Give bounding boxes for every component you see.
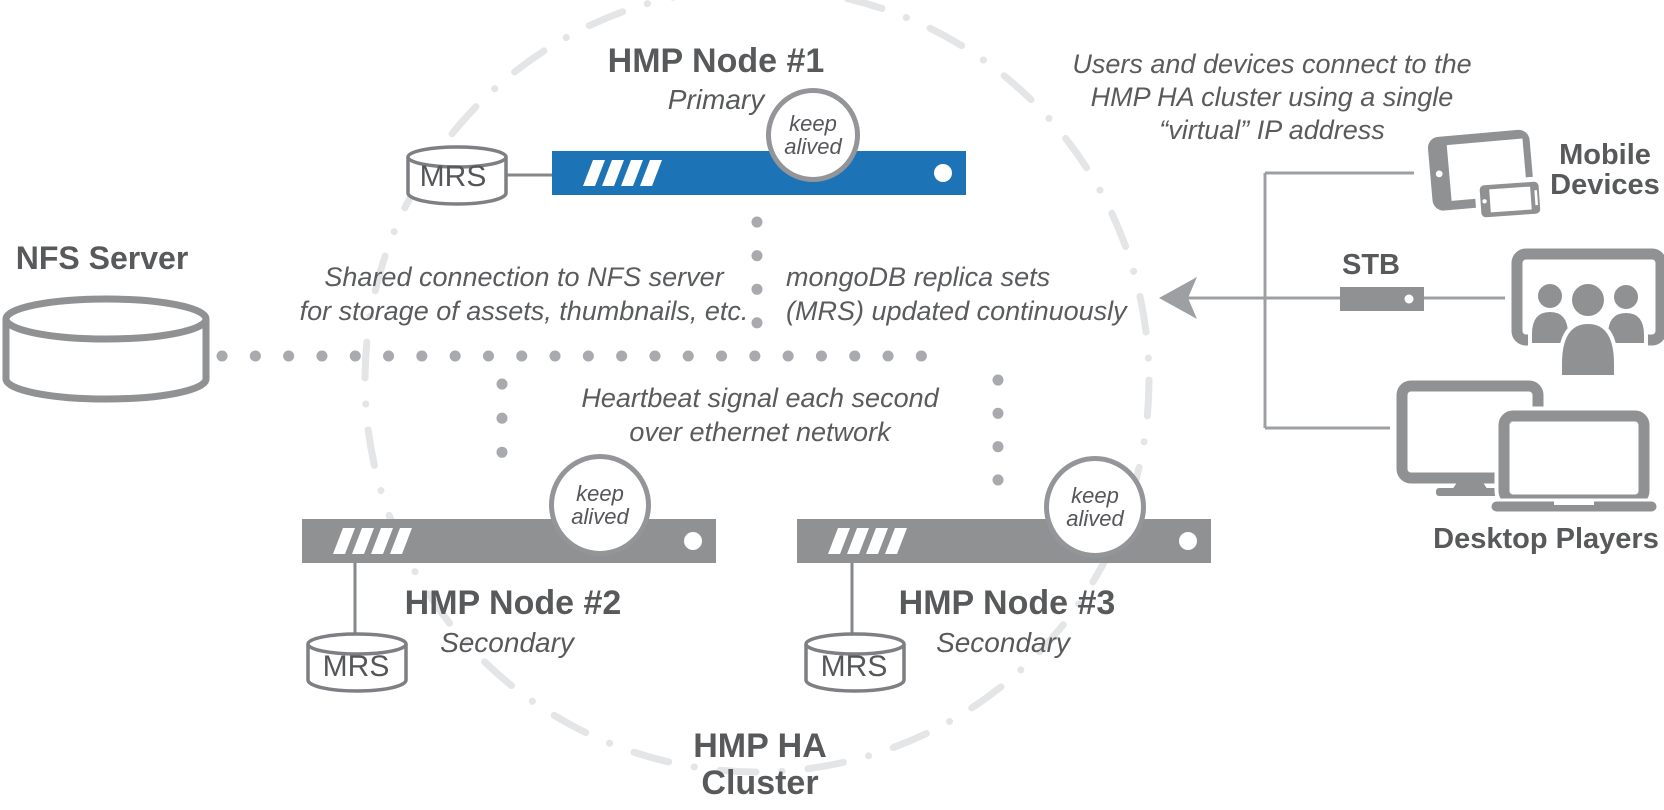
mongodb-note: mongoDB replica sets (MRS) updated conti… — [786, 260, 1127, 328]
badge-line: keep — [789, 111, 837, 136]
node2-mrs-label: MRS — [322, 650, 390, 683]
badge-line: keep — [576, 481, 624, 506]
server-slashes-icon — [583, 160, 662, 186]
tv-audience-icon — [1511, 248, 1664, 378]
mobile-devices-label: Mobile Devices — [1550, 140, 1660, 200]
server-slashes-icon — [333, 528, 412, 554]
node2-title: HMP Node #2 — [404, 584, 622, 622]
cluster-caption-line: HMP HA — [693, 727, 827, 765]
badge-line: alived — [1066, 506, 1124, 531]
badge-line: keep — [1071, 483, 1119, 508]
node3-title: HMP Node #3 — [898, 584, 1116, 622]
node3-keepalived-badge: keep alived — [1044, 456, 1146, 558]
mobile-devices-label-line: Devices — [1550, 169, 1660, 201]
node2-mrs-cylinder-icon — [306, 632, 408, 693]
stb-label: STB — [1342, 249, 1400, 281]
node1-keepalived-badge: keep alived — [766, 88, 860, 182]
node2-role: Secondary — [440, 627, 574, 658]
note-line: for storage of assets, thumbnails, etc. — [299, 296, 749, 326]
node1-mrs-label: MRS — [419, 160, 487, 193]
shared-connection-note: Shared connection to NFS server for stor… — [300, 260, 749, 328]
cluster-boundary-circle — [361, 0, 1153, 776]
nfs-server-label: NFS Server — [15, 240, 189, 276]
node1-server-bar — [552, 151, 966, 195]
cluster-caption-line: Cluster — [701, 764, 819, 802]
node1-title: HMP Node #1 — [607, 42, 825, 80]
node2-server-bar — [302, 519, 716, 563]
mobile-devices-label-line: Mobile — [1559, 139, 1651, 171]
cluster-caption: HMP HA Cluster — [693, 728, 827, 802]
desktop-players-label: Desktop Players — [1433, 523, 1659, 555]
note-line: HMP HA cluster using a single — [1090, 82, 1454, 112]
note-line: over ethernet network — [629, 417, 891, 447]
heartbeat-note: Heartbeat signal each second over ethern… — [581, 381, 938, 449]
note-line: (MRS) updated continuously — [786, 296, 1127, 326]
node3-role: Secondary — [936, 627, 1070, 658]
server-led-dot — [684, 532, 702, 550]
node3-mrs-cylinder-icon — [804, 632, 906, 693]
note-line: Shared connection to NFS server — [324, 262, 724, 292]
note-line: mongoDB replica sets — [786, 262, 1051, 292]
mobile-devices-icon — [1427, 129, 1546, 223]
node2-keepalived-badge: keep alived — [549, 454, 651, 556]
badge-line: alived — [571, 504, 629, 529]
server-led-dot — [1179, 532, 1197, 550]
stb-box-icon — [1340, 287, 1424, 311]
note-line: “virtual” IP address — [1159, 115, 1385, 145]
node3-mrs-label: MRS — [820, 650, 888, 683]
desktop-players-icon — [1396, 380, 1660, 515]
note-line: Heartbeat signal each second — [581, 383, 939, 413]
node1-role: Primary — [667, 84, 765, 115]
note-line: Users and devices connect to the — [1072, 49, 1472, 79]
server-led-dot — [934, 164, 952, 182]
node3-server-bar — [797, 519, 1211, 563]
nfs-server-cylinder-icon — [2, 295, 210, 403]
node1-mrs-cylinder-icon — [406, 145, 508, 206]
badge-line: alived — [784, 134, 842, 159]
virtual-ip-note: Users and devices connect to the HMP HA … — [1072, 48, 1471, 147]
server-slashes-icon — [828, 528, 907, 554]
virtual-ip-arrowhead — [1159, 277, 1197, 319]
